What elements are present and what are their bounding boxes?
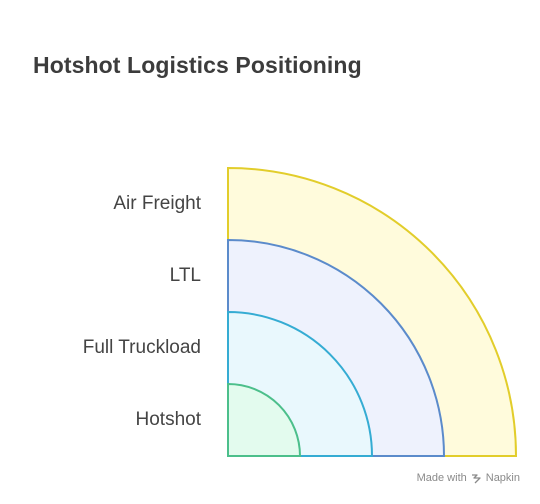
napkin-logo-icon [471,473,481,483]
layer-label-air-freight: Air Freight [113,193,201,214]
layer-label-hotshot: Hotshot [135,409,201,430]
layer-hotshot-arc [227,382,302,457]
layer-label-ltl: LTL [169,265,201,286]
layer-label-full-truckload: Full Truckload [82,337,201,358]
diagram-title: Hotshot Logistics Positioning [33,52,362,78]
watermark-prefix: Made with [416,472,467,484]
watermark-brand: Napkin [485,472,520,484]
napkin-watermark[interactable]: Made with Napkin [417,472,520,484]
